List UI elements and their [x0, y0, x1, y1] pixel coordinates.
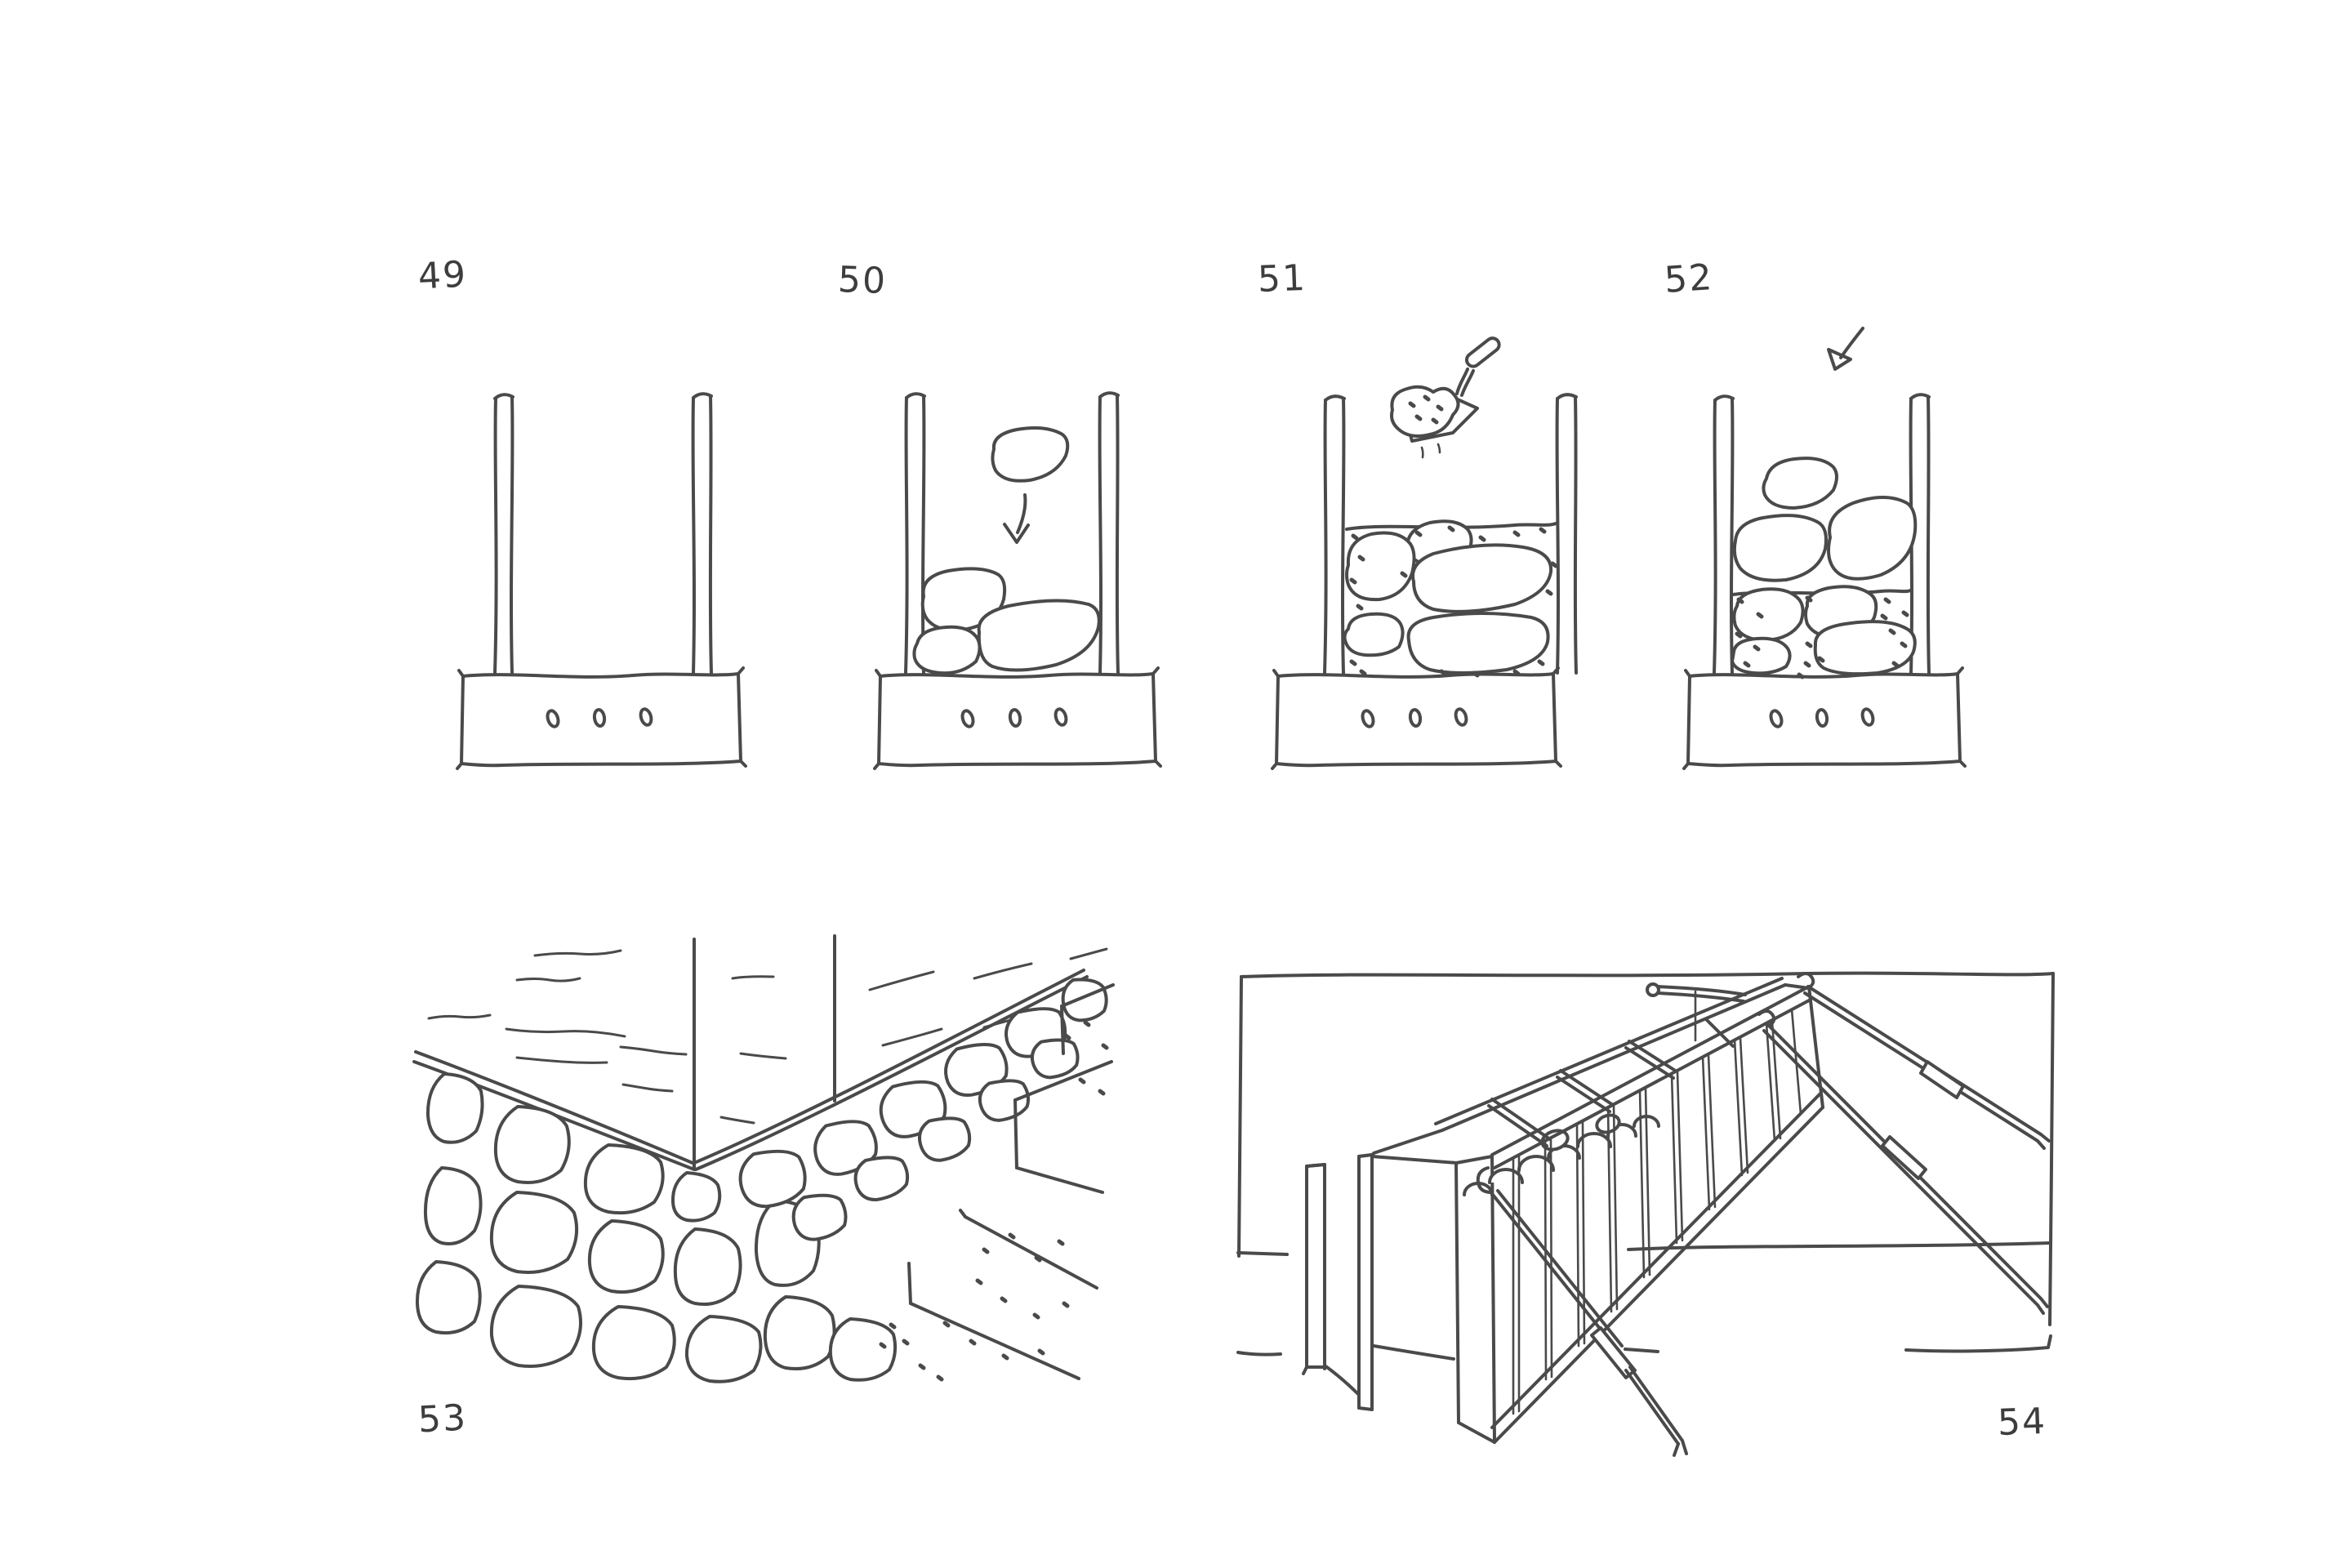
form-boards — [493, 392, 713, 675]
frame-border — [1236, 971, 2055, 1356]
mortar-stipple — [1349, 525, 1558, 678]
figure-54-drawing — [1236, 971, 2055, 1457]
figure-51-drawing — [1271, 336, 1578, 770]
stones-in-mortar — [1343, 519, 1553, 675]
front-brace — [1476, 1166, 1688, 1457]
ground-line — [1236, 1241, 2051, 1256]
formwork-left-end — [1454, 1155, 1496, 1444]
upper-stones — [1732, 457, 1918, 582]
figure-51 — [1270, 318, 1578, 792]
drop-arrow — [1827, 327, 1864, 371]
figure-49-drawing — [456, 392, 747, 770]
figure-52-drawing — [1682, 327, 1967, 770]
footing — [873, 666, 1162, 770]
diagonal-braces — [1757, 972, 2051, 1315]
lower-stones — [1731, 585, 1917, 676]
formwork-back-rail — [1370, 977, 1811, 1158]
falling-stone — [991, 426, 1070, 483]
figure-50-drawing — [873, 391, 1162, 770]
figure-50-label: 50 — [837, 258, 888, 303]
placed-stones — [912, 567, 1101, 675]
formwork-front-face — [1490, 985, 1824, 1444]
drop-arrow — [1003, 493, 1030, 544]
trowel — [1390, 336, 1501, 459]
figure-53-drawing — [412, 934, 1115, 1383]
figure-49-label: 49 — [416, 253, 469, 298]
cross-ties — [1487, 982, 1747, 1147]
stone-band-along-ledge — [738, 978, 1108, 1241]
figure-53 — [412, 931, 1115, 1405]
figure-54 — [1236, 969, 2060, 1499]
mortar-surface — [1345, 522, 1557, 531]
step-stipple — [879, 1020, 1109, 1382]
figure-49 — [453, 318, 747, 792]
mortar-stipple — [1735, 595, 1909, 679]
footing — [456, 666, 747, 770]
form-boards — [1713, 393, 1931, 675]
figure-52 — [1682, 318, 1979, 792]
stone-field — [415, 1072, 898, 1383]
footing — [1682, 666, 1967, 770]
figure-51-label: 51 — [1257, 256, 1307, 301]
figure-52-label: 52 — [1663, 256, 1715, 302]
form-boards — [1323, 393, 1578, 675]
footing — [1271, 666, 1562, 770]
finished-wall-end — [1302, 1153, 1459, 1411]
figure-50 — [870, 318, 1164, 792]
steps — [907, 983, 1115, 1380]
